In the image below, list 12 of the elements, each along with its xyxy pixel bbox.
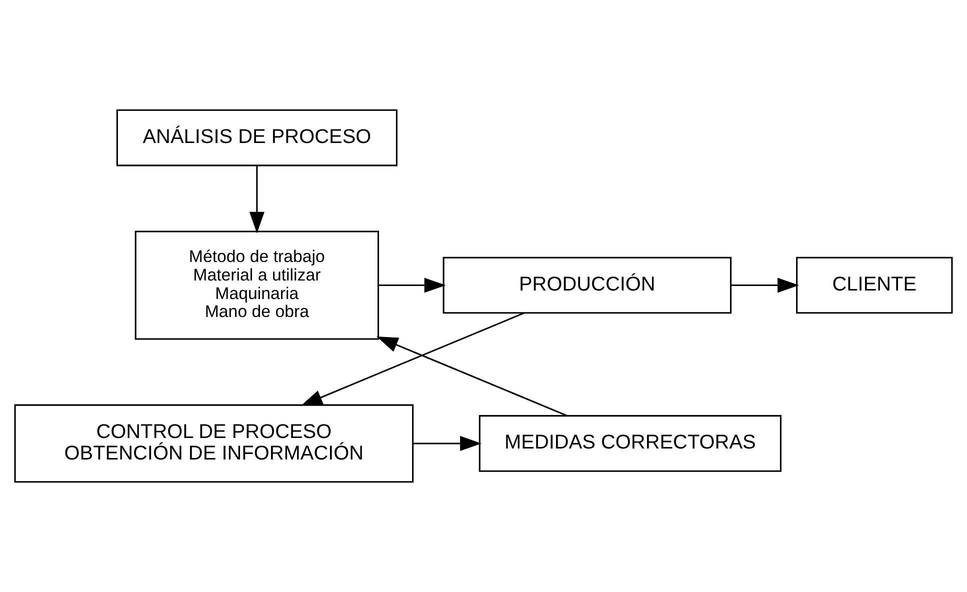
node-box: Método de trabajo Material a utilizar Maquinaria Mano de obra (134, 230, 380, 340)
node-box: MEDIDAS CORRECTORAS (478, 415, 782, 472)
arrow (376, 336, 568, 416)
node-box: CONTROL DE PROCESO OBTENCIÓN DE INFORMACIÓN (14, 404, 414, 483)
node-box: PRODUCCIÓN (442, 256, 732, 314)
arrow (731, 278, 800, 293)
node-box: CLIENTE (796, 256, 953, 314)
arrow (300, 312, 525, 406)
arrow (249, 166, 264, 234)
node-box: ANÁLISIS DE PROCESO (116, 109, 398, 166)
arrow (378, 278, 446, 293)
arrow (413, 436, 482, 451)
